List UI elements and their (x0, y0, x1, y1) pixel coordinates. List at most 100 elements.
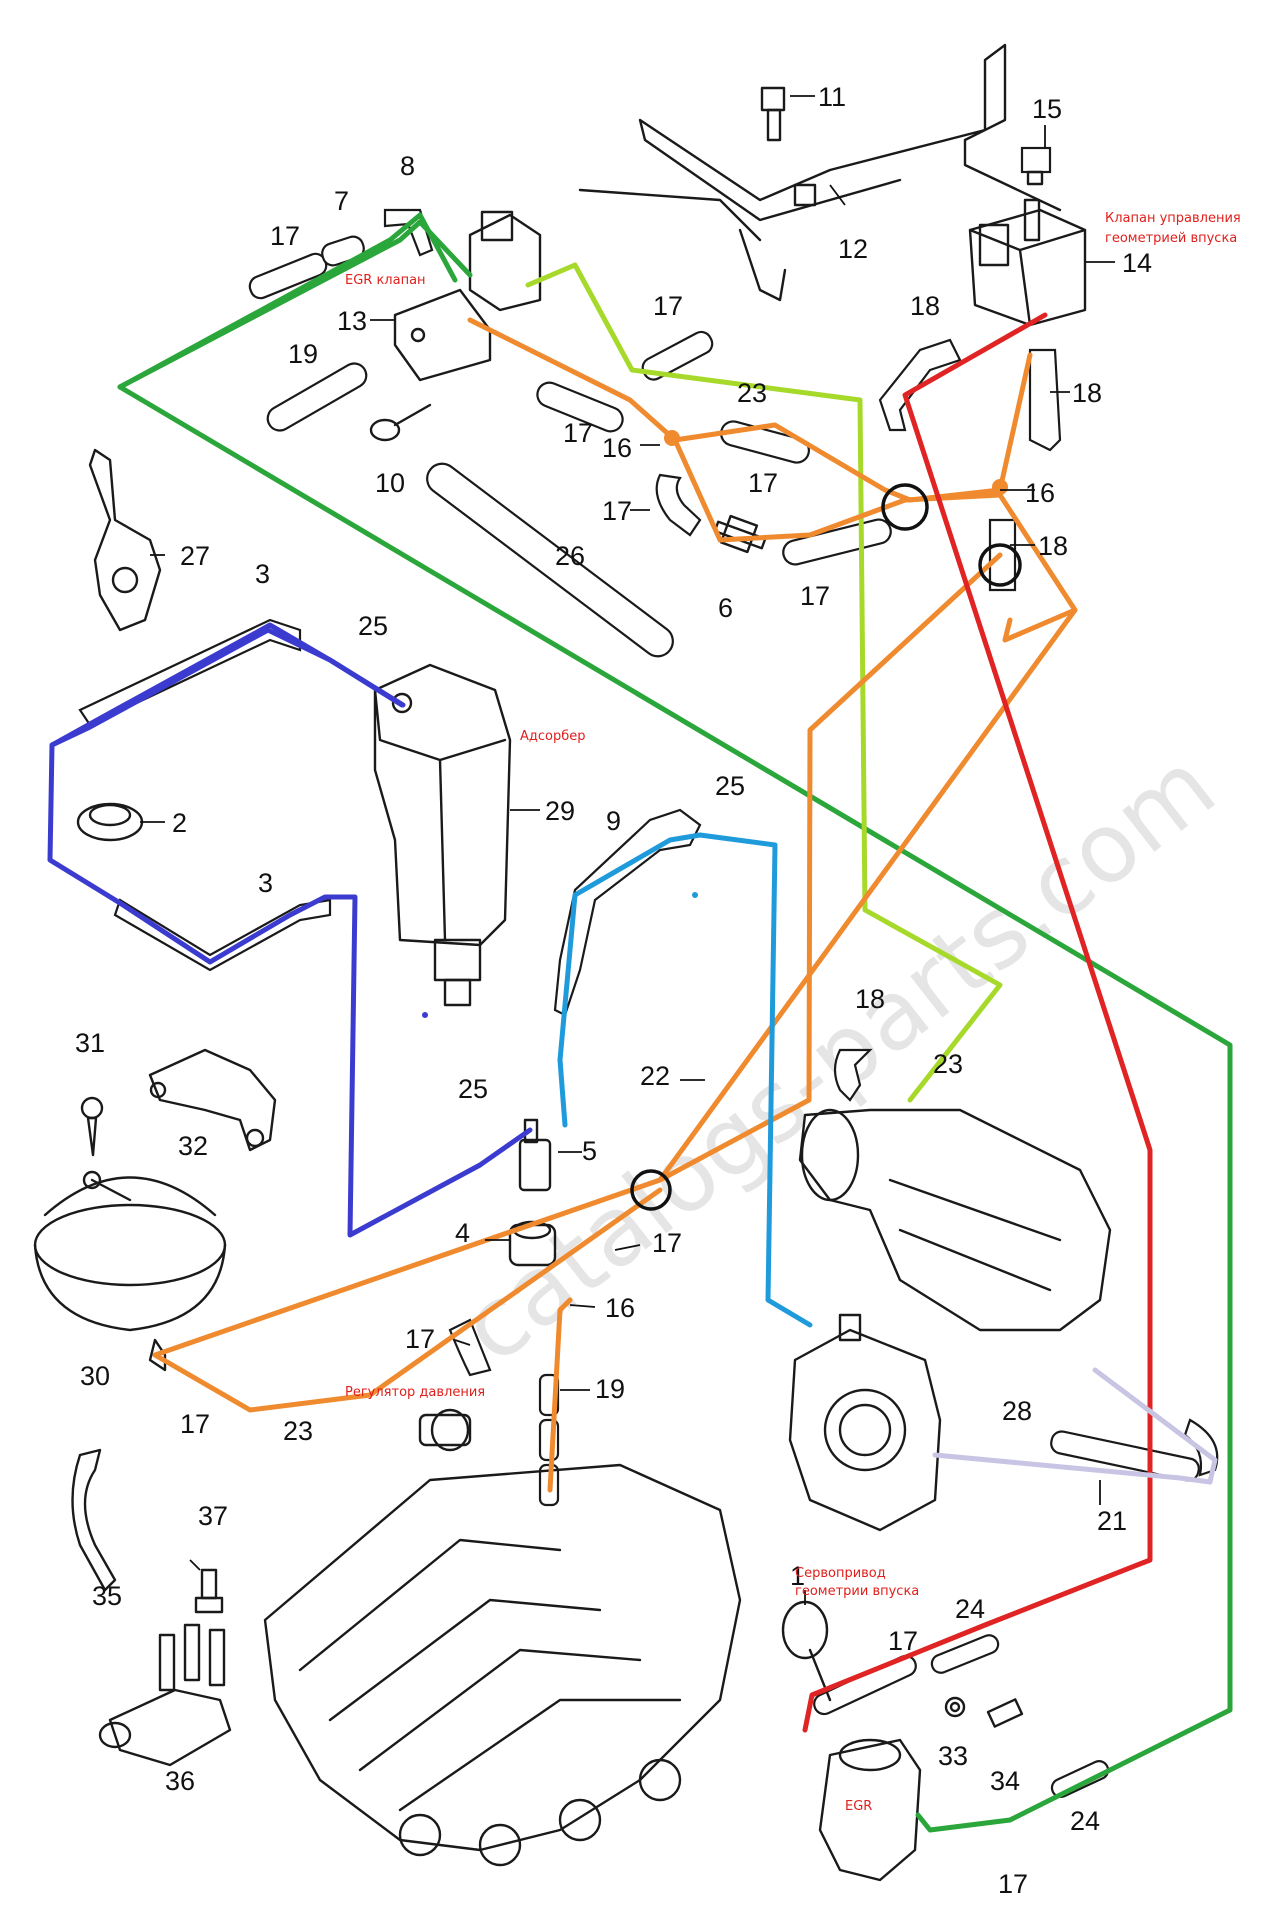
part-label-23a: 23 (737, 378, 767, 408)
grommet-2 (76, 802, 144, 842)
connector-37 (194, 1568, 224, 1614)
bolt-11 (760, 86, 786, 142)
part-label-4: 4 (455, 1218, 470, 1248)
intake-control-valve-label-2: геометрией впуска (1105, 231, 1237, 246)
part-label-37: 37 (198, 1501, 228, 1531)
part-label-16c: 16 (605, 1293, 635, 1323)
part-label-34: 34 (990, 1766, 1020, 1796)
route-orange-2 (672, 352, 1033, 503)
route-lightblue (557, 832, 813, 1328)
part-label-9: 9 (606, 806, 621, 836)
part-label-25a: 25 (358, 611, 388, 641)
screw-31 (80, 1096, 104, 1157)
intake-manifold (263, 1463, 742, 1867)
pressure-regulator (418, 1408, 472, 1452)
intake-servo-1 (781, 1600, 832, 1702)
part-label-17h: 17 (405, 1324, 435, 1354)
part-label-21: 21 (1097, 1506, 1127, 1536)
route-orange-3 (152, 607, 1078, 1413)
route-orange-4 (657, 552, 1003, 1183)
bracket-27 (88, 448, 162, 632)
part-label-1: 1 (790, 1561, 805, 1591)
adsorber-label: Адсорбер (520, 729, 586, 744)
part-label-17d: 17 (748, 468, 778, 498)
part-number-labels: 11 15 8 7 17 12 14 13 17 18 19 23 18 17 … (75, 82, 1152, 1899)
route-blue-main (265, 627, 406, 708)
egr-unit (818, 1738, 922, 1882)
route-green-main (117, 384, 1233, 1833)
screw-10 (369, 403, 432, 442)
part-label-36: 36 (165, 1766, 195, 1796)
part-label-31: 31 (75, 1028, 105, 1058)
throttle-body (788, 1313, 942, 1532)
part-label-19a: 19 (288, 339, 318, 369)
part-label-17e: 17 (602, 496, 632, 526)
part-label-18b: 18 (1072, 378, 1102, 408)
part-label-15: 15 (1032, 94, 1062, 124)
part-label-17c: 17 (563, 418, 593, 448)
blue-dot-1 (422, 1012, 428, 1018)
part-label-35: 35 (92, 1581, 122, 1611)
tee-6 (713, 514, 767, 554)
part-label-11: 11 (818, 82, 846, 112)
part-label-6: 6 (718, 593, 733, 623)
route-green-top (117, 212, 458, 390)
part-label-23c: 23 (283, 1416, 313, 1446)
distributor-36 (98, 1623, 232, 1767)
part-label-22: 22 (640, 1061, 670, 1091)
egr-valve-13 (393, 210, 542, 382)
part-label-27: 27 (180, 541, 210, 571)
route-orange-5 (547, 1297, 573, 1493)
washer-33 (944, 1696, 966, 1718)
egr-valve-label: EGR клапан (345, 273, 426, 288)
route-red (802, 312, 1153, 1733)
bolt-34 (986, 1698, 1024, 1728)
part-label-25b: 25 (715, 771, 745, 801)
part-label-23b: 23 (933, 1049, 963, 1079)
part-label-24a: 24 (955, 1594, 985, 1624)
part-label-2: 2 (172, 808, 187, 838)
part-label-17i: 17 (180, 1409, 210, 1439)
route-orange-1 (467, 317, 1078, 643)
crossing-marker-1 (881, 483, 929, 531)
intake-servo-label-1: Сервопривод (795, 1566, 886, 1581)
part-label-25c: 25 (458, 1074, 488, 1104)
check-valve-5 (518, 1118, 552, 1192)
part-label-18a: 18 (910, 291, 940, 321)
bracket-12 (578, 43, 1062, 302)
part-label-12: 12 (838, 234, 868, 264)
route-blue-loop (47, 627, 533, 1238)
hose-set (78, 208, 1219, 1798)
pressure-regulator-label: Регулятор давления (345, 1385, 485, 1400)
part-label-16b: 16 (1025, 478, 1055, 508)
part-label-33: 33 (938, 1741, 968, 1771)
blue-dot-2 (692, 892, 698, 898)
part-label-17g: 17 (652, 1228, 682, 1258)
intake-control-valve-14 (968, 198, 1087, 327)
part-label-3b: 3 (258, 868, 273, 898)
crossing-marker-2 (978, 543, 1022, 587)
part-label-17k: 17 (998, 1869, 1028, 1899)
egr-label: EGR (845, 1799, 872, 1814)
part-label-17j: 17 (888, 1626, 918, 1656)
part-label-3a: 3 (255, 559, 270, 589)
part-label-18d: 18 (855, 984, 885, 1014)
part-label-7: 7 (334, 186, 349, 216)
adsorber-29 (373, 663, 512, 1007)
route-lavender (932, 1367, 1218, 1485)
part-label-10: 10 (375, 468, 405, 498)
part-label-13: 13 (337, 306, 367, 336)
intake-control-valve-label-1: Клапан управления (1105, 211, 1241, 226)
part-label-17a: 17 (270, 221, 300, 251)
part-label-28: 28 (1002, 1396, 1032, 1426)
part-label-14: 14 (1122, 248, 1152, 278)
leader-lines (140, 95, 1115, 1605)
part-label-16a: 16 (602, 433, 632, 463)
part-label-32: 32 (178, 1131, 208, 1161)
part-label-24b: 24 (1070, 1806, 1100, 1836)
bracket-32 (148, 1048, 277, 1152)
intake-servo-label-2: геометрии впуска (795, 1584, 919, 1599)
part-label-30: 30 (80, 1361, 110, 1391)
part-label-18c: 18 (1038, 531, 1068, 561)
